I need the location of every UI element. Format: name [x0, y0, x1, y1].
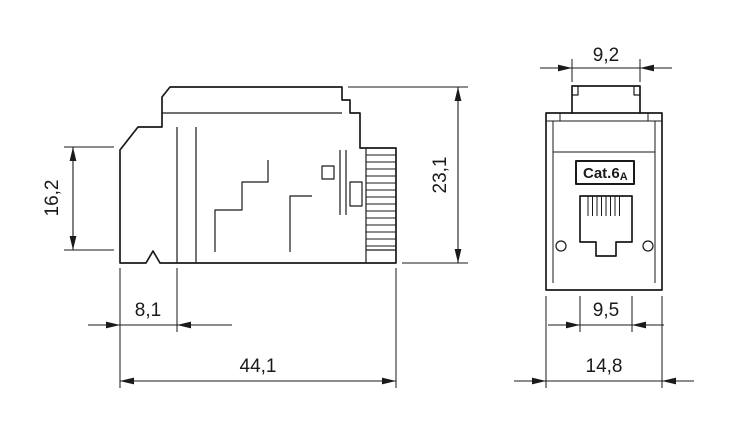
strain-relief-serration — [366, 154, 396, 247]
front-view-tab-notches — [572, 86, 640, 96]
mounting-hole-left — [555, 240, 567, 252]
mounting-hole-right — [642, 240, 654, 252]
side-view-outline — [119, 86, 397, 264]
dimension-label-8-1: 8,1 — [135, 300, 161, 321]
strain-relief-edge — [365, 148, 396, 263]
front-view-side-seams — [552, 121, 656, 283]
dimension-label-9-5: 9,5 — [593, 300, 619, 321]
cat6a-label-subscript: A — [620, 171, 628, 183]
side-view: 16,2 23,1 8,1 44,1 — [42, 86, 468, 388]
rj45-contacts — [587, 196, 620, 216]
side-view-detail-block-2 — [349, 181, 363, 207]
side-view-detail-block-1 — [321, 165, 335, 180]
cat6a-label: Cat.6A — [583, 165, 628, 183]
dimension-8-1: 8,1 — [88, 268, 232, 332]
dimension-16-2: 16,2 — [42, 146, 114, 251]
front-view-top-seam — [546, 113, 662, 122]
side-view-contact-details — [339, 150, 347, 215]
cat6a-label-text: Cat.6 — [583, 165, 620, 182]
dimension-9-2: 9,2 — [540, 45, 672, 82]
extension-lines-44-1 — [119, 268, 397, 388]
dimension-14-8: 14,8 — [514, 296, 694, 388]
side-view-internal-steps — [214, 160, 312, 252]
front-view-body — [545, 112, 663, 291]
dimension-9-5: 9,5 — [548, 296, 664, 332]
rj45-opening — [579, 195, 633, 257]
dimension-label-16-2: 16,2 — [42, 180, 63, 217]
cat6a-label-box — [575, 160, 635, 185]
dimension-23-1: 23,1 — [348, 86, 468, 264]
extension-lines-16-2 — [64, 146, 114, 251]
dimension-label-9-2: 9,2 — [593, 45, 619, 66]
dimension-label-23-1: 23,1 — [430, 157, 451, 194]
extension-lines-23-1 — [348, 86, 468, 264]
dimension-label-14-8: 14,8 — [586, 356, 623, 377]
extension-lines-14-8 — [545, 296, 663, 388]
front-view-top-tab — [571, 85, 641, 114]
front-view: Cat.6A 9,2 9,5 — [514, 45, 694, 388]
dimension-label-44-1: 44,1 — [240, 356, 277, 377]
dimension-44-1: 44,1 — [119, 268, 397, 388]
side-view-front-edges — [176, 127, 197, 263]
